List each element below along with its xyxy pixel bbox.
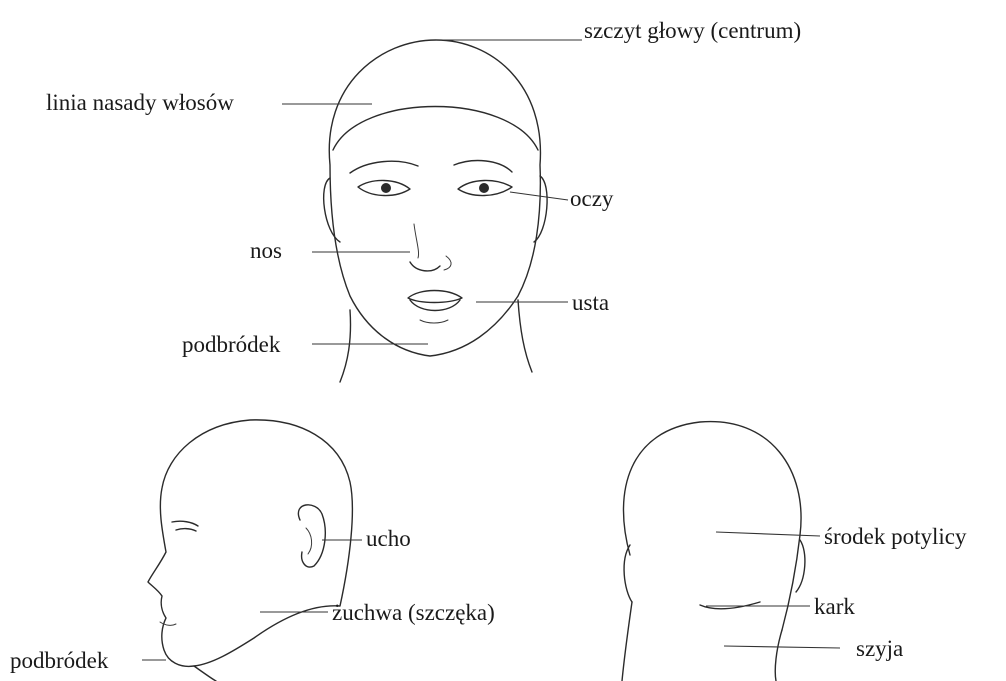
front-head-drawing [324,40,547,382]
label-chin-side: podbródek [10,648,109,673]
label-occiput-center: środek potylicy [824,524,967,549]
back-head-drawing [622,422,805,681]
label-mouth: usta [572,290,609,315]
side-head-drawing [148,420,352,681]
labels: szczyt głowy (centrum) linia nasady włos… [10,18,967,673]
label-eyes: oczy [570,186,614,211]
leader-occiput [716,532,820,536]
label-hairline: linia nasady włosów [46,90,234,115]
label-chin-front: podbródek [182,332,281,357]
label-nape: kark [814,594,855,619]
label-neck: szyja [856,636,903,661]
leader-neck [724,646,840,648]
label-ear: ucho [366,526,411,551]
label-jaw: żuchwa (szczęka) [332,600,495,625]
label-crown: szczyt głowy (centrum) [584,18,801,43]
label-nose: nos [250,238,282,263]
leader-eyes [510,192,568,200]
